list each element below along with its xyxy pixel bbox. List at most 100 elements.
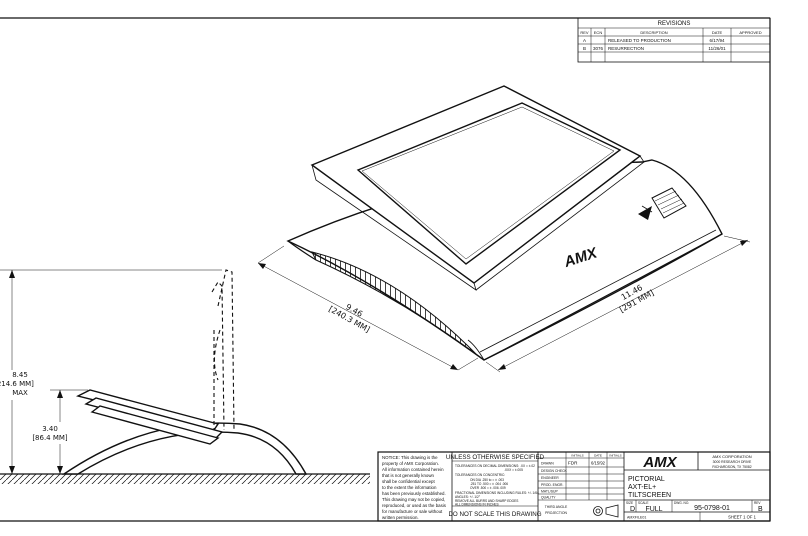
height-max-mm: [214.6 MM] [0,380,34,388]
rev-a-description: RELEASED TO PRODUCTION [608,38,671,43]
width-arrow-right-icon [450,364,458,370]
title-line-3: TILTSCREEN [628,492,671,499]
rev-b-ecn: 3076 [593,46,604,51]
title-line-1: PICTORIAL [628,476,665,483]
signoff-col-initials: INITIALS [571,454,583,458]
projection-label-2: PROJECTION [545,511,567,515]
company-amx-logo: AMX [642,454,677,471]
base-left-edge [287,240,317,261]
screen-display-inner [361,106,615,260]
notice-line-6: has been previously established. [382,491,446,496]
screen-display [356,102,622,265]
rev-b: B [583,46,586,51]
notice-line-8: reproduced, or used as the basis [382,503,447,508]
spec-line-3: ON DIA .250 to = ± .003 [470,478,504,482]
signoff-engineer-label: ENGINEER [541,476,559,480]
spec-line-9: ALL DIMENSIONS IN INCHES [455,503,499,507]
size-value: D [630,506,635,513]
dwg-value: 95-0798-01 [694,505,730,512]
spec-line-5: OVER .500 = ± .006 .009 [470,486,506,490]
signoff-col-date: DATE [594,454,602,458]
signoff-prod-engr-label: PROD. ENGR. [541,483,563,487]
size-label: SIZE [626,501,633,505]
spec-line-7: ANGLES: +/- 1/2° [455,495,481,499]
ground-hatch [0,474,370,484]
width-arrow-left-icon [258,263,266,269]
base-front-arch [483,233,723,361]
description-header: DESCRIPTION [640,30,667,35]
spec-footer: DO NOT SCALE THIS DRAWING [448,511,541,518]
side-screen-low-3 [90,405,220,445]
notice-line-10: written permission. [382,515,419,520]
notice-line-0: NOTICE: This drawing is the [382,455,438,460]
notice-line-9: for manufacture or sale without [382,509,443,514]
keypad-indicator-icon [641,205,653,213]
third-angle-projection-icon [593,504,619,518]
notice-line-7: This drawing may not be copied, [382,497,445,502]
rev-value: B [758,506,763,513]
company-name: AMX CORPORATION [712,454,751,459]
screen-bezel-thickness [311,164,477,291]
rev-label: REV [754,501,761,505]
revisions-title: REVISIONS [658,21,691,27]
base-front-arch-inner [479,229,717,353]
width-dimension-line [257,262,459,371]
height-min-arrow-top-icon [57,390,63,398]
date-header: DATE [712,30,723,35]
rev-a: A [583,38,586,43]
height-min-mm: [86.4 MM] [32,434,68,442]
spec-line-1: .XXX = ±.005 [504,468,523,472]
rev-a-date: 6/17/94 [709,38,725,43]
title-block: NOTICE: This drawing is the property of … [377,451,771,522]
spec-line-0: TOLERANCES ON DECIMAL DIMENSIONS: .XX = … [455,464,535,468]
depth-arrow-left-icon [498,364,506,370]
side-screen-upright-2 [211,281,225,431]
rev-b-description: RESURRECTION [608,46,644,51]
base-underside-hatch [311,251,477,355]
scale-label: SCALE [638,501,648,505]
notice-line-5: to the extent the information [382,485,437,490]
rev-b-date: 11/26/01 [708,46,726,51]
scale-value: FULL [645,506,662,513]
approved-header: APPROVED [739,30,761,35]
signoff-design-check-label: DESIGN CHECK [541,469,568,473]
spec-title: UNLESS OTHERWISE SPECIFIED [446,454,545,461]
height-max-arrow-top-icon [9,270,15,278]
notice-line-3: that is not generally known [382,473,435,478]
notice-line-1: property of AMX Corporation. [382,461,439,466]
notice-line-4: shall be confidential except [382,479,436,484]
height-max-in: 8.45 [12,371,28,379]
notice-line-2: All information contained herein [382,467,444,472]
depth-dimension-line [497,239,749,371]
spec-line-8: REMOVE ALL BURRS AND SHARP EDGES [455,499,518,503]
spec-line-4: .251 TO .500 = ± .004 .006 [470,482,508,486]
base-keypad [638,187,687,220]
base-side-edge [467,339,485,361]
signoff-drawn-initials: FDR [568,461,578,466]
screen-bezel-right-thickness [473,155,645,291]
depth-arrow-right-icon [740,240,748,246]
revisions-table: REVISIONS REV ECN DESCRIPTION DATE APPRO… [577,17,771,63]
signoff-drawn-date: 6/15/92 [591,461,606,466]
signoff-quality-label: QUALITY [541,496,556,500]
side-view: 8.45 [214.6 MM] MAX 3.40 [86.4 MM] [0,269,370,484]
title-line-2: AXT-EL+ [628,484,656,491]
signoff-col-initials-2: INITIALS [609,454,621,458]
spec-line-6: FRACTIONAL DIMENSIONS INCLUDING RULES: +… [455,491,539,495]
side-screen-upright-1 [217,269,235,431]
height-max-label: MAX [12,389,28,397]
isometric-view: AMX 9.46 [240.3 MM] 11.46 [291 MM] [257,85,751,373]
height-min-in: 3.40 [42,425,58,433]
company-address-2: RICHARDSON, TX 75082 [712,465,751,469]
dwg-label: DWG. NO. [674,501,689,505]
file-label: AMXFILE01 [627,516,646,520]
ecn-header: ECN [594,30,603,35]
signoff-matl-sup-label: MATL/SUP [541,490,558,494]
signoff-drawn-label: DRAWN [541,462,554,466]
height-max-arrow-bottom-icon [9,466,15,474]
sheet-label: SHEET 1 OF 1 [728,515,757,520]
projection-label-1: THIRD ANGLE [545,505,568,509]
side-screen-upright-curve [213,329,221,381]
spec-line-2: TOLERANCES ON CONCENTRIC: [455,473,505,477]
